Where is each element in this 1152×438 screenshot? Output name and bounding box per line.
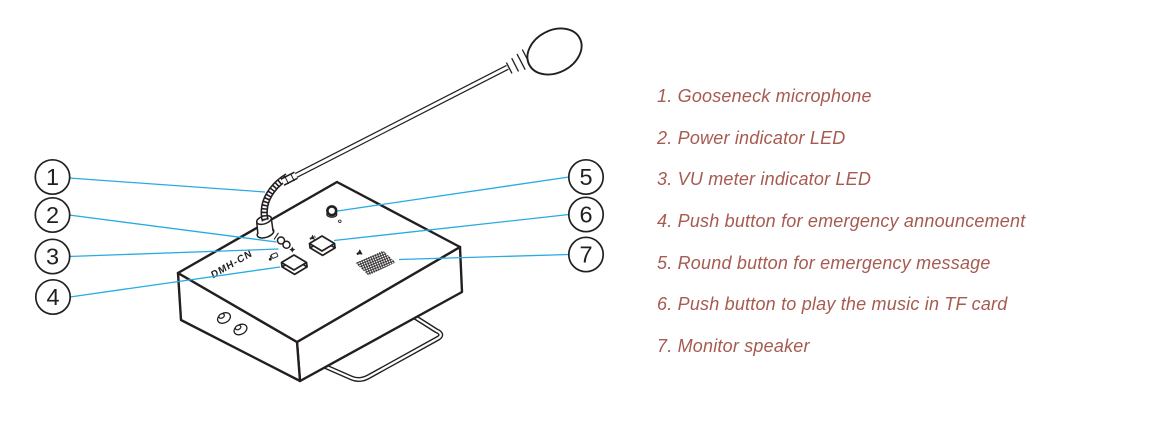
callout-1: 1: [34, 158, 71, 196]
vu-meter-led: [282, 240, 291, 250]
emergency-button-icon: [268, 252, 279, 261]
callout-number: 7: [579, 242, 592, 268]
callout-number: 3: [46, 244, 59, 270]
led-mark: [273, 232, 279, 240]
leader-line-5: [337, 176, 570, 212]
emergency-button: [280, 254, 308, 276]
leader-line-2: [68, 214, 277, 243]
legend-item-4: 4. Push button for emergency announcemen…: [657, 211, 1026, 232]
monitor-speaker-grille: [355, 250, 396, 276]
legend-item-1: 1. Gooseneck microphone: [657, 86, 872, 106]
legend-item-6: 6. Push button to play the music in TF c…: [657, 294, 1008, 315]
callout-number: 2: [46, 202, 59, 228]
leader-line-7: [398, 253, 570, 261]
legend-item-2: 2. Power indicator LED: [657, 127, 846, 148]
callout-2: 2: [34, 196, 71, 234]
callout-5: 5: [567, 158, 605, 196]
screw-hole: [216, 312, 232, 324]
leader-lines: [68, 176, 570, 298]
music-button-icon: [309, 234, 316, 240]
leader-line-1: [68, 177, 266, 193]
button-mark: [338, 219, 342, 223]
leader-line-4: [69, 266, 281, 298]
callout-number: 1: [46, 164, 59, 190]
callout-3: 3: [34, 238, 71, 275]
callout-number: 5: [579, 164, 592, 190]
device-diagram: DMH-CN: [34, 27, 605, 383]
desk-stand: [313, 311, 444, 382]
gooseneck-flex: [260, 173, 290, 222]
mic-mount: [255, 214, 275, 239]
callout-6: 6: [567, 196, 605, 233]
legend: 1. Gooseneck microphone 2. Power indicat…: [657, 76, 1025, 368]
leader-line-3: [68, 248, 279, 258]
leader-line-6: [333, 213, 570, 242]
mic-head: [526, 27, 583, 76]
callout-7: 7: [567, 236, 605, 273]
round-emergency-button: [326, 205, 342, 223]
mic-shaft: [280, 64, 509, 186]
top-panel: [176, 180, 462, 344]
star-mark: [289, 246, 296, 253]
legend-item-5: 5. Round button for emergency message: [657, 252, 991, 273]
power-led: [276, 236, 286, 245]
screw-hole: [233, 323, 248, 336]
legend-item-3: 3. VU meter indicator LED: [657, 169, 872, 190]
callout-number: 4: [46, 284, 59, 310]
legend-item-7: 7. Monitor speaker: [657, 336, 810, 357]
callout-number: 6: [579, 202, 592, 228]
music-button: [308, 235, 336, 257]
speaker-icon: [356, 249, 363, 256]
callout-4: 4: [34, 278, 72, 316]
